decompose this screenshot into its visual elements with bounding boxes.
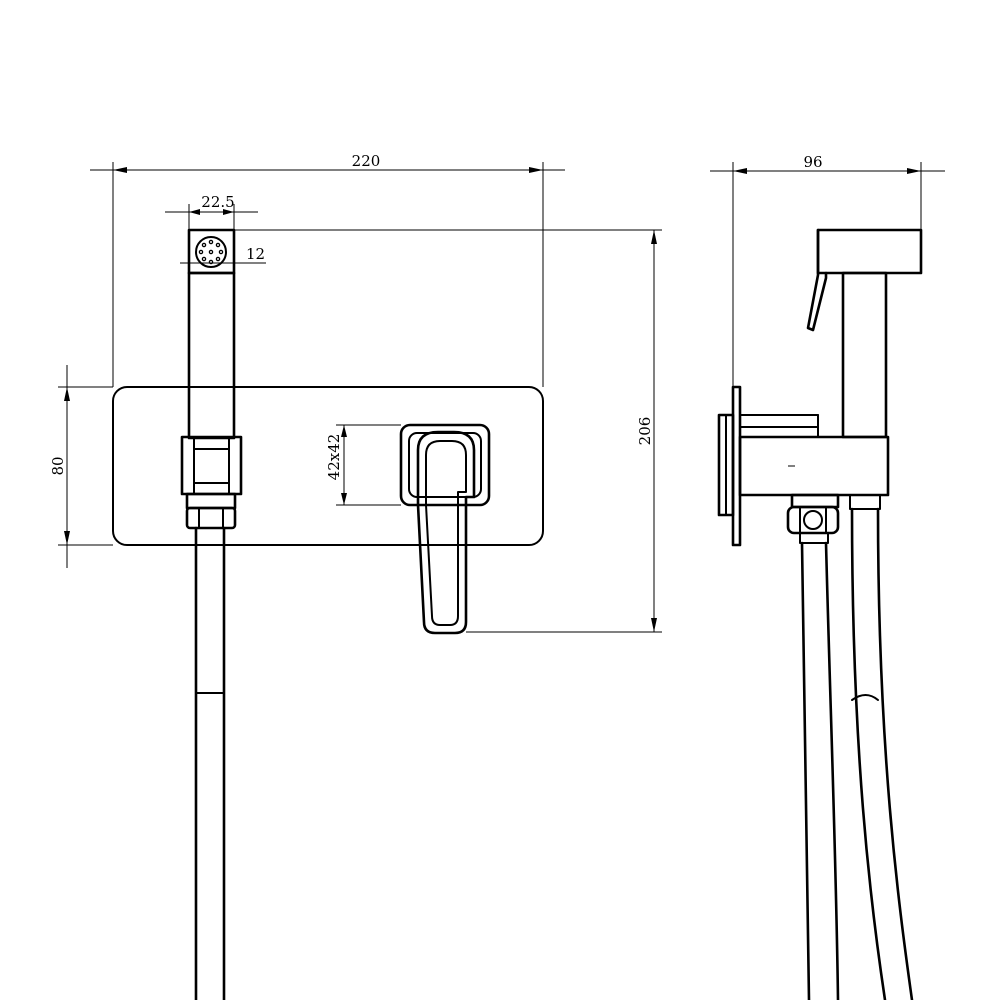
dim-spray-head-diameter: 12: [246, 245, 265, 263]
lever-handle-inner: [425, 440, 467, 626]
front-dimensions: 220 22.5 12 80 42x42 206: [49, 152, 662, 633]
side-valve-body: [738, 435, 890, 497]
lever-escutcheon: [399, 423, 491, 507]
wall-plate: [112, 386, 544, 546]
spray-nozzle: [195, 236, 227, 268]
lever-handle: [416, 430, 476, 635]
side-spray-head: [816, 228, 923, 275]
side-view: [717, 228, 923, 1000]
hose-connector: [185, 492, 237, 530]
spray-handle: [187, 271, 236, 440]
side-spray-trigger: [806, 228, 828, 332]
front-view: [112, 228, 544, 1000]
dim-total-height: 206: [636, 417, 654, 446]
dim-spray-head-width: 22.5: [201, 193, 234, 211]
hose-side: [800, 507, 914, 1000]
dim-plate-height: 80: [49, 456, 67, 475]
side-hose-connector: [786, 493, 881, 544]
dim-lever-size: 42x42: [325, 434, 343, 481]
hose-front: [194, 526, 226, 1000]
dim-total-width: 220: [352, 152, 381, 170]
holder-bracket: [180, 435, 243, 496]
side-dimensions: 96: [710, 153, 945, 387]
side-spray-handle: [841, 271, 888, 439]
dim-side-depth: 96: [803, 153, 822, 171]
nozzle-holes: [198, 239, 224, 265]
